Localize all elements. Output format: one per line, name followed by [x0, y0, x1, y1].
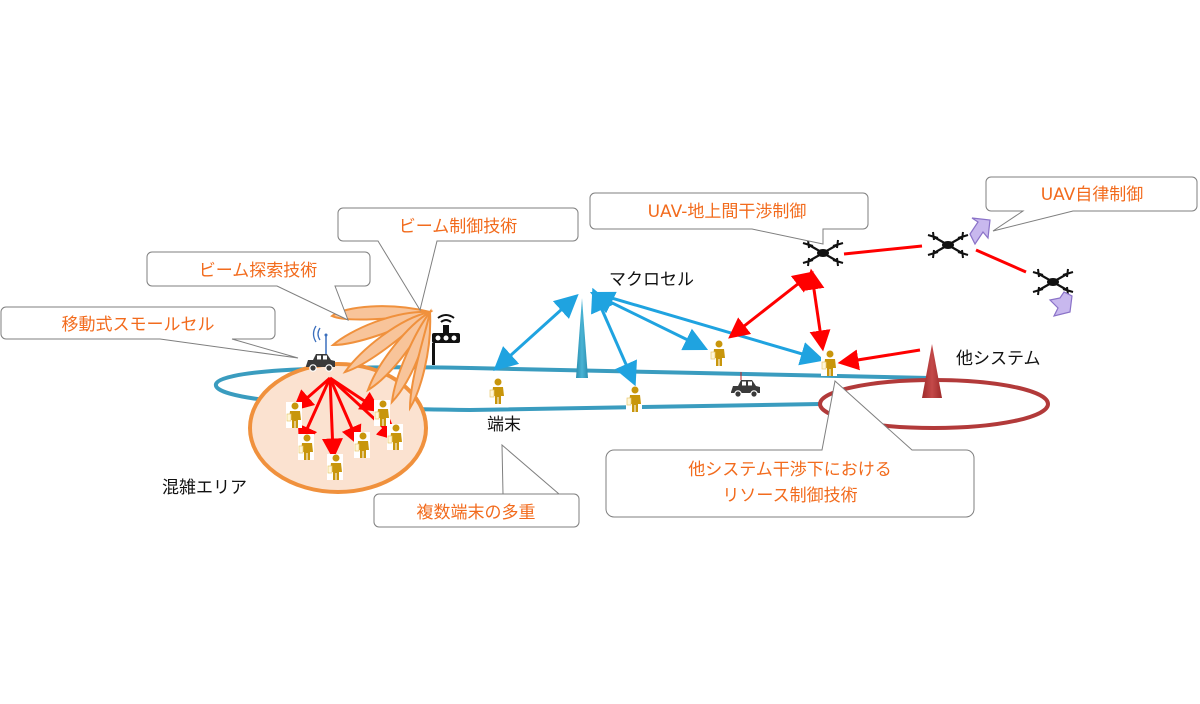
callout-beam-search: ビーム探索技術 [146, 251, 371, 321]
base-station-icon [432, 314, 460, 365]
terminal-icon [373, 399, 391, 427]
other-system-tower-icon [922, 344, 942, 398]
terminal-icon [386, 423, 404, 451]
callout-uav-ground-interference-text: UAV-地上間干渉制御 [648, 202, 807, 222]
terminal-icon [285, 401, 303, 429]
mobile-small-cell-car-icon [305, 325, 336, 372]
uav-drone-icon [926, 230, 970, 260]
macro-cell-label: マクロセル [609, 270, 694, 290]
callout-uav-autonomous-text: UAV自律制御 [1041, 185, 1144, 205]
callout-resource-control-line1: 他システム干渉下における [688, 460, 892, 480]
uav-direction-arrow-icon [1048, 291, 1073, 317]
beam-pattern [330, 305, 434, 412]
terminal-icon [326, 453, 344, 481]
callout-multi-terminal: 複数端末の多重 [373, 443, 580, 528]
callout-uav-ground-interference: UAV-地上間干渉制御 [589, 192, 869, 245]
macro-cell-links [493, 287, 825, 387]
callout-mobile-small-cell-text: 移動式スモールセル [62, 315, 215, 335]
callout-resource-control: 他システム干渉下における リソース制御技術 [605, 380, 975, 518]
terminal-label: 端末 [487, 415, 521, 435]
congested-area-links [292, 376, 399, 460]
uav-direction-arrow-icon [969, 217, 991, 246]
uav-drone-icon [1031, 267, 1075, 297]
uav-mesh-links [843, 244, 1027, 274]
callout-multi-terminal-text: 複数端末の多重 [417, 503, 536, 523]
callout-resource-control-line2: リソース制御技術 [722, 486, 857, 506]
terminal-icon [625, 385, 643, 413]
macro-cell-tower-icon [576, 298, 588, 378]
terminal-icon [488, 377, 506, 405]
terminal-icon [820, 349, 838, 377]
callout-beam-search-text: ビーム探索技術 [199, 261, 318, 281]
congested-area-label: 混雑エリア [162, 478, 247, 498]
callout-uav-autonomous: UAV自律制御 [985, 176, 1198, 232]
callout-beam-control: ビーム制御技術 [337, 207, 579, 312]
car-icon [730, 379, 761, 398]
terminal-icon [297, 433, 315, 461]
uav-interference-links [728, 268, 921, 371]
terminal-icon [709, 339, 727, 367]
other-system-label: 他システム [956, 349, 1041, 369]
callout-mobile-small-cell: 移動式スモールセル [0, 306, 299, 359]
terminal-icon [353, 431, 371, 459]
callout-beam-control-text: ビーム制御技術 [399, 217, 518, 237]
